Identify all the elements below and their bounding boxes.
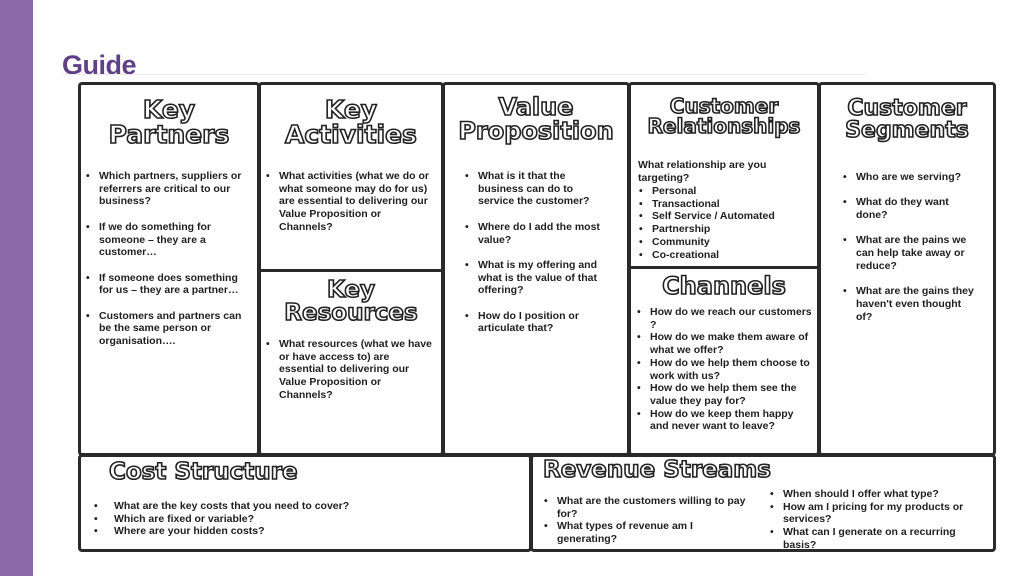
value-proposition-item: What is my offering and what is the valu… — [464, 259, 612, 297]
key-resources-title: Key Resources — [283, 277, 418, 326]
revenue-streams-item: When should I offer what type? — [769, 488, 983, 501]
activities-resources-divider — [261, 269, 441, 272]
relationship-type-item: Transactional — [638, 198, 816, 211]
key-resources-list: What resources (what we have or have acc… — [265, 338, 433, 402]
value-proposition-block: Value Proposition What is it that the bu… — [442, 82, 630, 456]
customer-segments-item: What are the pains we can help take away… — [842, 234, 978, 272]
cost-structure-list: What are the key costs that you need to … — [93, 500, 513, 538]
value-proposition-item: Where do I add the most value? — [464, 221, 612, 246]
cost-structure-title: Cost Structure — [108, 459, 298, 485]
relationship-type-item: Community — [638, 236, 816, 249]
customer-segments-item: What do they want done? — [842, 196, 978, 221]
customer-relationships-block: Customer Relationships What relationship… — [628, 82, 820, 456]
key-partners-item: If we do something for someone – they ar… — [85, 221, 253, 259]
revenue-streams-item: What can I generate on a recurring basis… — [769, 526, 983, 551]
slide-title: Guide — [62, 50, 137, 81]
customer-segments-item: Who are we serving? — [842, 171, 978, 184]
revenue-streams-item: How am I pricing for my products or serv… — [769, 501, 983, 526]
value-proposition-title: Value Proposition — [458, 93, 615, 145]
cost-structure-block: Cost Structure What are the key costs th… — [78, 454, 532, 552]
title-divider — [62, 74, 866, 75]
channels-item: How do we reach our customers ? — [636, 306, 812, 331]
relationships-channels-divider — [631, 266, 817, 269]
channels-item: How do we keep them happy and never want… — [636, 408, 812, 433]
slide-accent-bar — [0, 0, 33, 576]
key-partners-list: Which partners, suppliers or referrers a… — [85, 170, 253, 348]
value-proposition-list: What is it that the business can do to s… — [464, 170, 612, 335]
revenue-streams-title: Revenue Streams — [542, 457, 772, 483]
relationship-type-item: Co-creational — [638, 249, 816, 262]
customer-relationships-title: Customer Relationships — [647, 94, 802, 138]
cost-structure-item: What are the key costs that you need to … — [93, 500, 513, 513]
key-resources-item: What resources (what we have or have acc… — [265, 338, 433, 402]
customer-segments-list: Who are we serving? What do they want do… — [842, 171, 978, 323]
revenue-streams-block: Revenue Streams What are the customers w… — [530, 454, 996, 552]
channels-item: How do we help them choose to work with … — [636, 357, 812, 382]
key-activities-title: Key Activities — [284, 95, 418, 149]
cost-structure-item: Which are fixed or variable? — [93, 513, 513, 526]
key-partners-item: Customers and partners can be the same p… — [85, 310, 253, 348]
customer-segments-item: What are the gains they haven't even tho… — [842, 285, 978, 323]
channels-item: How do we help them see the value they p… — [636, 382, 812, 407]
customer-relationships-list: Personal Transactional Self Service / Au… — [638, 185, 816, 261]
relationship-type-item: Self Service / Automated — [638, 210, 816, 223]
key-partners-title: Key Partners — [108, 95, 230, 149]
channels-title: Channels — [661, 272, 786, 300]
relationship-type-item: Personal — [638, 185, 816, 198]
revenue-streams-item: What types of revenue am I generating? — [543, 520, 751, 545]
value-proposition-item: What is it that the business can do to s… — [464, 170, 612, 208]
channels-item: How do we make them aware of what we off… — [636, 331, 812, 356]
key-activities-item: What activities (what we do or what some… — [265, 170, 433, 234]
business-model-canvas: Key Partners Which partners, suppliers o… — [76, 80, 998, 554]
relationship-type-item: Partnership — [638, 223, 816, 236]
customer-segments-block: Customer Segments Who are we serving? Wh… — [818, 82, 996, 456]
key-partners-item: If someone does something for us – they … — [85, 272, 253, 297]
key-partners-block: Key Partners Which partners, suppliers o… — [78, 82, 260, 456]
key-activities-block: Key Activities What activities (what we … — [258, 82, 444, 456]
revenue-streams-list-left: What are the customers willing to pay fo… — [543, 495, 751, 546]
value-proposition-item: How do I position or articulate that? — [464, 310, 612, 335]
revenue-streams-list-right: When should I offer what type? How am I … — [769, 488, 983, 552]
key-activities-list: What activities (what we do or what some… — [265, 170, 433, 234]
key-partners-item: Which partners, suppliers or referrers a… — [85, 170, 253, 208]
customer-segments-title: Customer Segments — [844, 96, 969, 143]
customer-relationships-intro: What relationship are you targeting? — [638, 159, 767, 184]
revenue-streams-item: What are the customers willing to pay fo… — [543, 495, 751, 520]
channels-list: How do we reach our customers ? How do w… — [636, 306, 812, 433]
cost-structure-item: Where are your hidden costs? — [93, 525, 513, 538]
